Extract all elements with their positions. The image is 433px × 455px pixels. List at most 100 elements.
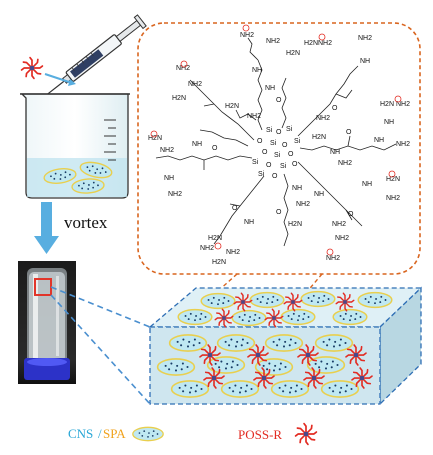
- svg-text:NH2: NH2: [338, 160, 352, 167]
- svg-text:H2N: H2N: [380, 101, 394, 108]
- svg-text:NH: NH: [374, 137, 384, 144]
- sheet-icon: [177, 308, 213, 326]
- sheet-icon: [332, 308, 368, 326]
- svg-text:NH2: NH2: [396, 101, 410, 108]
- svg-text:NH2: NH2: [160, 147, 174, 154]
- svg-text:NH2: NH2: [200, 245, 214, 252]
- svg-text:NH: NH: [164, 175, 174, 182]
- sheet-icon: [254, 358, 294, 376]
- zoom-line: [50, 286, 151, 328]
- svg-text:O: O: [348, 211, 354, 218]
- svg-text:H2N: H2N: [225, 103, 239, 110]
- svg-text:H2N: H2N: [386, 176, 400, 183]
- sheet-icon: [280, 308, 316, 326]
- legend-slash: /: [98, 426, 102, 441]
- svg-text:NH2: NH2: [266, 38, 280, 45]
- svg-text:NH2: NH2: [240, 32, 254, 39]
- poss-star-icon: [20, 56, 44, 80]
- svg-text:NH2: NH2: [316, 115, 330, 122]
- svg-text:H2N: H2N: [288, 221, 302, 228]
- svg-text:O: O: [282, 142, 288, 149]
- svg-text:NH2: NH2: [296, 201, 310, 208]
- svg-text:O: O: [232, 205, 238, 212]
- svg-text:NH: NH: [292, 185, 302, 192]
- svg-text:Si: Si: [294, 138, 301, 145]
- svg-text:O: O: [212, 145, 218, 152]
- svg-text:NH2: NH2: [335, 235, 349, 242]
- svg-text:Si: Si: [258, 171, 265, 178]
- svg-text:NH2: NH2: [188, 81, 202, 88]
- molecule-callout: [137, 22, 421, 275]
- box-side-face: [379, 286, 422, 406]
- poss-core: Si O Si O Si O Si O Si O Si O Si O Si O: [252, 126, 301, 180]
- svg-text:O: O: [272, 173, 278, 180]
- svg-text:NH2: NH2: [318, 40, 332, 47]
- sheet-icon: [300, 290, 336, 308]
- svg-text:NH: NH: [314, 191, 324, 198]
- svg-text:Si: Si: [270, 140, 277, 147]
- vortex-arrowhead: [34, 236, 59, 254]
- svg-text:O: O: [266, 162, 272, 169]
- svg-text:NH: NH: [330, 149, 340, 156]
- svg-text:O: O: [346, 129, 352, 136]
- sheet-icon: [264, 334, 304, 352]
- legend: CNS / SPA POSS-R: [68, 422, 318, 446]
- svg-text:H2N: H2N: [208, 235, 222, 242]
- svg-text:NH2: NH2: [326, 255, 340, 262]
- svg-text:NH: NH: [362, 181, 372, 188]
- sheet-icon: [357, 291, 393, 309]
- sheet-icon: [231, 309, 267, 327]
- injection-arrowhead: [68, 79, 76, 86]
- svg-text:NH: NH: [265, 85, 275, 92]
- svg-text:NH2: NH2: [247, 113, 261, 120]
- composite-box: [148, 286, 423, 406]
- svg-text:NH2: NH2: [226, 249, 240, 256]
- svg-text:O: O: [288, 151, 294, 158]
- svg-text:NH: NH: [384, 119, 394, 126]
- svg-text:O: O: [276, 209, 282, 216]
- svg-text:NH: NH: [360, 58, 370, 65]
- svg-text:NH: NH: [192, 141, 202, 148]
- svg-text:NH: NH: [252, 67, 262, 74]
- sheet-icon: [216, 334, 256, 352]
- sheet-icon: [320, 380, 360, 398]
- svg-text:NH2: NH2: [168, 191, 182, 198]
- svg-text:H2N: H2N: [304, 40, 318, 47]
- sheet-icon: [200, 292, 236, 310]
- injection-arrow: [44, 73, 73, 84]
- svg-text:NH2: NH2: [332, 221, 346, 228]
- sheet-icon: [220, 380, 260, 398]
- svg-text:O: O: [292, 161, 298, 168]
- svg-text:H2N: H2N: [172, 95, 186, 102]
- vial-photo: [18, 261, 76, 384]
- sheet-icon: [314, 334, 354, 352]
- legend-poss-star-icon: [294, 422, 318, 446]
- svg-text:Si: Si: [274, 152, 281, 159]
- svg-text:Si: Si: [280, 163, 287, 170]
- svg-text:O: O: [276, 97, 282, 104]
- svg-text:NH2: NH2: [396, 141, 410, 148]
- sheet-icon: [170, 380, 210, 398]
- svg-text:Si: Si: [266, 127, 273, 134]
- legend-sheet-icon: [132, 426, 164, 442]
- syringe-icon: [45, 14, 147, 97]
- svg-text:NH2: NH2: [358, 35, 372, 42]
- poss-r-molecule: Si O Si O Si O Si O Si O Si O Si O Si O: [148, 24, 410, 266]
- sheet-icon: [270, 380, 310, 398]
- svg-text:H2N: H2N: [212, 259, 226, 266]
- svg-text:H2N: H2N: [148, 135, 162, 142]
- vortex-arrow-shaft: [41, 202, 52, 238]
- svg-text:O: O: [332, 105, 338, 112]
- svg-text:H2N: H2N: [312, 134, 326, 141]
- svg-text:H2N: H2N: [286, 50, 300, 57]
- legend-poss-label: POSS-R: [238, 427, 282, 442]
- svg-text:O: O: [276, 129, 282, 136]
- svg-text:Si: Si: [286, 126, 293, 133]
- svg-text:NH2: NH2: [176, 65, 190, 72]
- svg-text:NH: NH: [244, 219, 254, 226]
- legend-spa-label: SPA: [103, 426, 126, 441]
- svg-text:O: O: [262, 149, 268, 156]
- legend-cns-label: CNS: [68, 426, 93, 441]
- vortex-label: vortex: [64, 213, 108, 232]
